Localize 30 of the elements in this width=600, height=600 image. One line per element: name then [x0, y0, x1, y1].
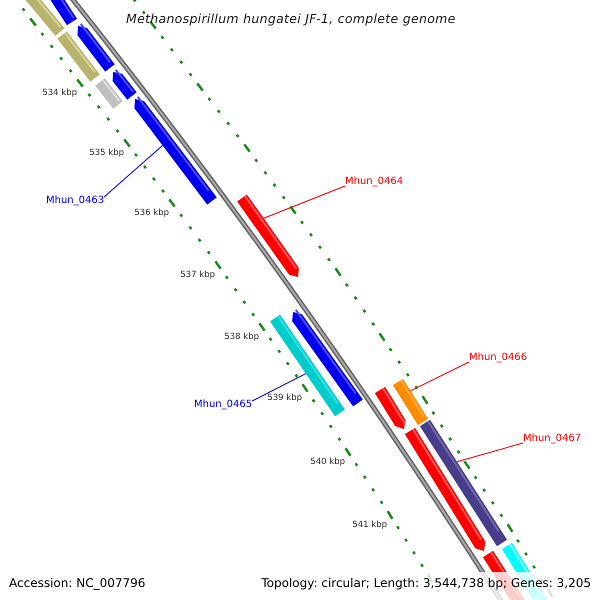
leader-line [252, 373, 306, 402]
gene-label: Mhun_0463 [46, 194, 104, 208]
tick-label: 535 kbp [89, 148, 124, 159]
gene-segment [404, 428, 486, 551]
tick-label: 539 kbp [267, 393, 302, 404]
gene-segment [77, 23, 115, 72]
genome-summary-text: Topology: circular; Length: 3,544,738 bp; Genes: 3,205 [261, 575, 591, 592]
gene-segment [25, 0, 65, 36]
gene-label: Mhun_0465 [194, 398, 252, 412]
gene-label: Mhun_0464 [345, 175, 404, 189]
gene-label: Mhun_0466 [469, 351, 528, 365]
tick-label: 536 kbp [134, 208, 169, 219]
tick-label: 534 kbp [42, 88, 77, 99]
gene-segment [112, 69, 137, 100]
tick-label: 538 kbp [224, 332, 259, 343]
leader-line [456, 442, 524, 462]
tick-label: 541 kbp [352, 520, 387, 531]
accession-text: Accession: NC_007796 [9, 575, 146, 592]
tick-label: 537 kbp [180, 270, 215, 281]
gene-label: Mhun_0467 [523, 432, 582, 446]
title: Methanospirillum hungatei JF-1, complete genome [126, 10, 456, 28]
gene-segment [270, 314, 345, 416]
leader-line [104, 144, 164, 198]
gene-segment [134, 96, 217, 205]
gene-segment [50, 0, 78, 26]
leader-line [410, 362, 470, 392]
gene-segment [237, 194, 299, 277]
tick-label: 540 kbp [310, 457, 345, 468]
leader-line [263, 186, 346, 219]
gene-segment [374, 386, 406, 429]
